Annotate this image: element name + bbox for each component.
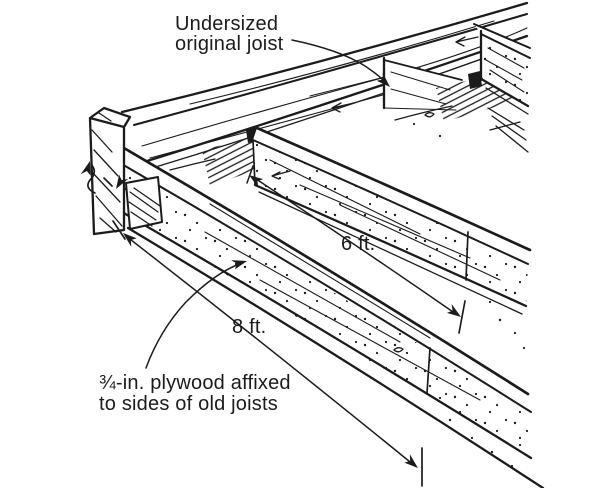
post-top-face — [90, 108, 130, 127]
plywood-leader-line — [145, 262, 243, 369]
joist-middle-plywood-texture — [253, 140, 528, 306]
sill-block — [125, 176, 163, 230]
joist-front — [119, 146, 545, 488]
wood-knot — [424, 112, 435, 118]
dimension-6ft-end-tick — [458, 300, 466, 334]
post-hatch — [91, 112, 123, 233]
joist-far-bottom-shadow — [485, 87, 529, 115]
rim-bottom-shadow-line — [132, 45, 519, 175]
joist-middle-bottom-edge — [253, 183, 528, 308]
joist-front-top-back-edge — [122, 146, 530, 396]
plywood-label-line2: to sides of old joists — [99, 393, 278, 415]
break-arrowhead-up — [80, 161, 91, 176]
undersized-leader-arrowhead — [376, 72, 390, 87]
rim-top-face — [122, 3, 527, 125]
callout-undersized: Undersized original joist — [175, 13, 390, 87]
grain-check-mark — [271, 170, 291, 180]
wood-knot — [393, 347, 404, 353]
sill-face — [126, 177, 162, 229]
joist-middle-top-back-edge — [255, 126, 532, 252]
dimension-6ft-label: 6 ft. — [341, 233, 375, 255]
dimension-6ft-start-arrowhead — [249, 175, 264, 188]
joist-far — [473, 23, 531, 115]
dimension-6ft-start-tick — [246, 165, 254, 184]
joist-front-bottom-edge — [126, 226, 545, 488]
corner-post — [88, 106, 132, 236]
dimension-6ft-line — [252, 176, 457, 315]
joist-middle — [252, 126, 532, 315]
rim-top-front-edge — [133, 13, 528, 126]
undersized-label-line1: Undersized — [175, 13, 278, 35]
joist-front-top-front-edge — [119, 162, 532, 413]
loose-dots — [412, 122, 526, 468]
plywood-seam-middle — [465, 231, 469, 281]
dimension-8ft-label: 8 ft. — [232, 316, 266, 338]
dimension-8ft-start-tick — [112, 220, 126, 240]
joist-middle-top-front-edge — [252, 139, 529, 265]
joist-middle-grain — [269, 159, 501, 281]
plywood-leader-arrowhead — [231, 260, 247, 270]
post-front-face — [90, 118, 124, 234]
plywood-bottom-edge — [120, 210, 533, 460]
joist-far-top-front-edge — [480, 33, 531, 59]
break-arrows — [80, 161, 129, 194]
plywood-label-line1: ¾-in. plywood affixed — [99, 372, 291, 394]
sill-outline — [125, 176, 163, 230]
dimension-8ft-end-arrowhead — [404, 454, 418, 468]
undersized-label-line2: original joist — [175, 33, 284, 55]
grain-check-mark — [455, 36, 479, 47]
sill-hatch — [128, 187, 161, 227]
plywood-seam-front — [426, 347, 431, 394]
joist-end-top-edge — [383, 59, 463, 81]
bay-grain-stroke — [489, 121, 521, 131]
callout-plywood: ¾-in. plywood affixed to sides of old jo… — [99, 260, 291, 415]
dimension-8ft-start-arrowhead — [123, 233, 137, 247]
joist-far-bottom-edge — [481, 78, 530, 108]
shadow-strokes — [487, 107, 529, 153]
dimension-6ft-end-arrowhead — [446, 304, 461, 317]
rim-beam — [120, 1, 529, 175]
joist-front-grain — [204, 203, 481, 401]
break-squiggle — [87, 163, 113, 194]
joist-front-top-face — [120, 148, 531, 412]
joist-far-top-face — [474, 24, 530, 58]
joist-end-grain — [390, 71, 451, 105]
joist-far-grain — [485, 47, 525, 93]
shadow-wedge — [468, 71, 482, 89]
joist-middle-bottom-shadow — [258, 191, 523, 315]
rim-top-back-edge — [120, 1, 529, 114]
joist-middle-top-face — [253, 128, 530, 264]
blocking-hatch-left — [202, 136, 262, 186]
rim-front-face — [128, 14, 527, 167]
dimension-8ft-line — [125, 235, 416, 467]
dimension-6ft: 6 ft. — [246, 165, 466, 334]
undersized-leader-line — [291, 39, 388, 85]
break-arrowhead-down — [116, 174, 129, 189]
dimension-8ft: 8 ft. — [112, 220, 423, 487]
joist-far-top-back-edge — [473, 23, 531, 49]
grain-check-mark — [331, 102, 355, 113]
